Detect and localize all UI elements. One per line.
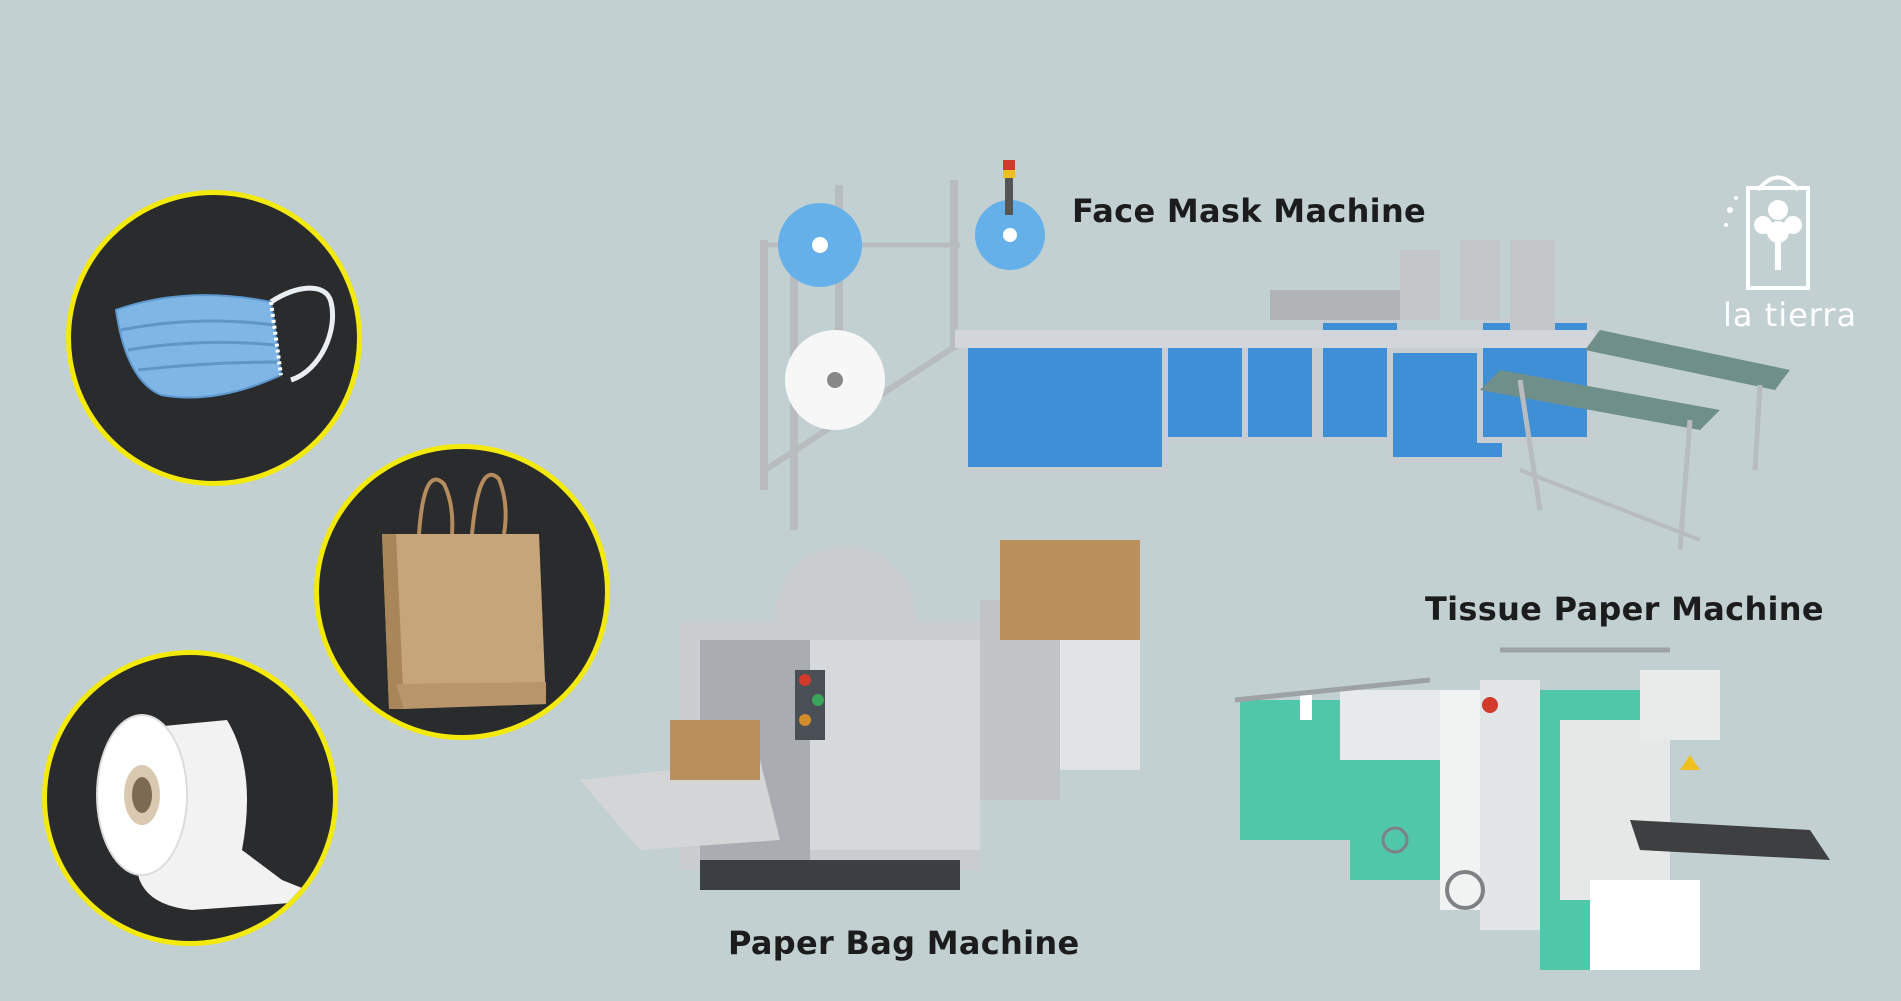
- face-mask-circle: [66, 190, 362, 486]
- paper-bag-machine-label: Paper Bag Machine: [728, 924, 1080, 962]
- paper-bag-circle: [314, 444, 610, 740]
- face-mask-icon: [114, 285, 336, 399]
- toilet-roll-icon: [96, 714, 332, 910]
- toilet-roll-circle: [42, 650, 338, 946]
- la-tierra-logo-icon: [1724, 175, 1810, 290]
- face-mask-machine-label: Face Mask Machine: [1072, 192, 1427, 230]
- tissue-paper-machine-label: Tissue Paper Machine: [1425, 590, 1824, 628]
- brand-name: la tierra: [1723, 296, 1858, 334]
- paper-bag-icon: [382, 472, 546, 709]
